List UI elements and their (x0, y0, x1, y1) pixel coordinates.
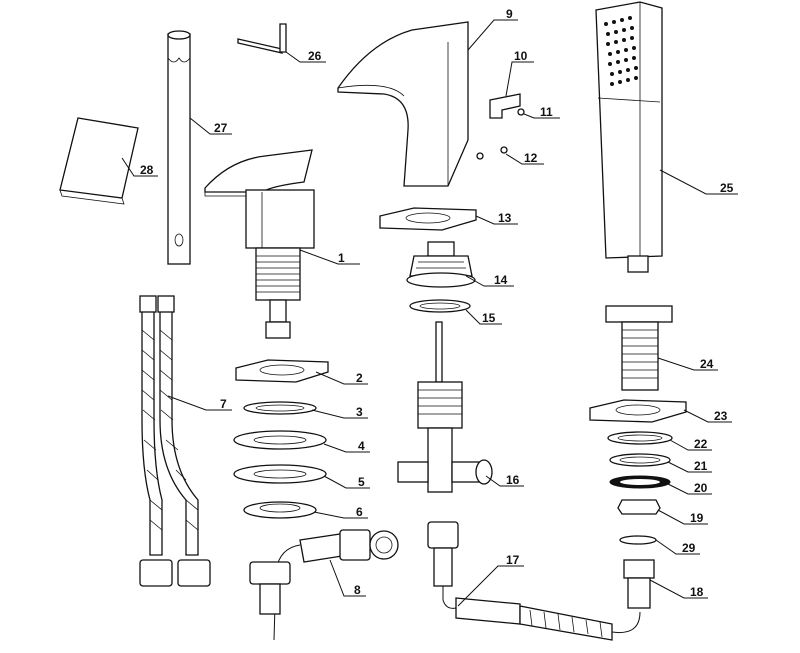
part-diverter-valve (397, 321, 493, 493)
callout-label-27: 27 (214, 121, 228, 135)
callout-label-21: 21 (694, 459, 708, 473)
part-hex-key (237, 23, 287, 54)
callout-label-1: 1 (338, 251, 345, 265)
part-instruction-booklet (59, 117, 139, 205)
callout-label-9: 9 (506, 7, 513, 21)
part-washer-22 (607, 431, 673, 445)
part-tube-wrench (167, 30, 191, 265)
callout-label-13: 13 (498, 211, 512, 225)
part-spout (337, 21, 469, 187)
callout-label-14: 14 (494, 273, 508, 287)
callout-label-11: 11 (540, 105, 553, 119)
part-hex-nut-19 (617, 499, 661, 515)
part-cartridge-cap (406, 241, 476, 288)
part-washer-21 (609, 453, 671, 467)
part-washer-5 (233, 464, 327, 484)
part-washer-20 (609, 475, 671, 489)
callout-label-5: 5 (358, 475, 365, 489)
part-washer-29 (619, 535, 657, 545)
callout-label-7: 7 (220, 397, 227, 411)
part-washer-4 (233, 430, 327, 450)
part-set-screws-12 (476, 146, 508, 160)
callout-label-26: 26 (308, 49, 322, 63)
callout-label-25: 25 (720, 181, 734, 195)
callout-label-10: 10 (514, 49, 528, 63)
part-shower-hose (427, 521, 641, 641)
callout-label-6: 6 (356, 505, 363, 519)
part-base-plate (235, 359, 329, 383)
part-supply-hoses (139, 295, 211, 587)
callout-label-3: 3 (356, 405, 363, 419)
leader-lines (121, 19, 738, 607)
callout-label-23: 23 (714, 409, 728, 423)
callout-labels: 1 2 3 4 5 6 7 8 9 10 11 12 13 14 15 16 1… (140, 7, 734, 599)
callout-label-12: 12 (524, 151, 538, 165)
part-lock-nut-6 (243, 501, 317, 519)
callout-label-15: 15 (482, 311, 496, 325)
callout-label-8: 8 (354, 583, 361, 597)
part-plate-23 (589, 399, 687, 423)
part-hand-shower (595, 1, 663, 273)
part-set-screw-11 (517, 108, 525, 116)
callout-label-16: 16 (506, 473, 520, 487)
part-washer-15 (409, 299, 471, 313)
callout-label-22: 22 (694, 437, 708, 451)
callout-label-4: 4 (358, 439, 365, 453)
callout-label-18: 18 (690, 585, 704, 599)
part-shower-holder (605, 305, 673, 391)
callout-label-29: 29 (682, 541, 696, 555)
callout-label-19: 19 (690, 511, 704, 525)
part-plate-13 (379, 207, 477, 231)
callout-label-17: 17 (506, 553, 520, 567)
part-washer-3 (243, 401, 317, 415)
part-hose-adapter (623, 559, 655, 609)
callout-label-20: 20 (694, 481, 708, 495)
callout-label-28: 28 (140, 163, 154, 177)
callout-label-24: 24 (700, 357, 714, 371)
callout-label-2: 2 (356, 371, 363, 385)
part-hose-connector (249, 529, 399, 641)
part-clip (489, 93, 521, 119)
part-handle-valve (204, 149, 315, 339)
